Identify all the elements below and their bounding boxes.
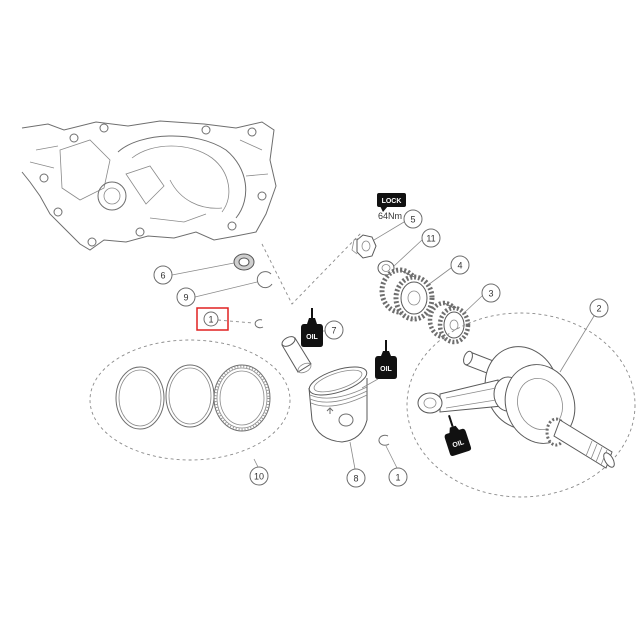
crankcase-bolts xyxy=(39,123,267,247)
highlight-box xyxy=(196,307,229,331)
oil-label-pin: OIL xyxy=(306,334,318,341)
oil-bottle-pin: OIL xyxy=(301,308,323,347)
callout-1-label: 1 xyxy=(395,473,400,483)
callout-2: 2 xyxy=(559,298,609,373)
piston xyxy=(308,366,368,443)
callout-7-label: 7 xyxy=(331,326,336,336)
oil-bottle-crank: OIL xyxy=(444,414,472,457)
callout-6-label: 6 xyxy=(160,271,165,281)
callout-3: 3 xyxy=(463,283,501,314)
crankshaft xyxy=(417,346,615,469)
callout-4: 4 xyxy=(427,255,470,286)
timing-gear xyxy=(427,300,471,345)
callout-5-label: 5 xyxy=(410,215,415,225)
callout-7: 7 xyxy=(323,320,344,340)
circlip xyxy=(256,271,273,289)
bearing xyxy=(233,253,255,271)
callout-11: 11 xyxy=(393,228,441,267)
callout-1-highlighted-label: 1 xyxy=(208,315,213,325)
piston-ring-second xyxy=(165,364,215,428)
callout-4-label: 4 xyxy=(457,261,462,271)
crankcase-half xyxy=(21,120,277,251)
callout-8-label: 8 xyxy=(353,474,358,484)
piston-ring-top xyxy=(115,366,165,430)
oil-label-piston: OIL xyxy=(380,366,392,373)
assembly-dashed-line xyxy=(261,231,363,305)
piston-oil-ring xyxy=(213,364,271,432)
callout-9-label: 9 xyxy=(183,293,188,303)
oil-bottle-piston: OIL xyxy=(361,340,397,389)
callout-10: 10 xyxy=(249,458,269,486)
piston-pin-clip-right xyxy=(378,434,390,446)
crankshaft-dashed-boundary xyxy=(406,312,636,498)
callout-1-highlighted: 1 xyxy=(196,307,254,331)
oil-label-crank: OIL xyxy=(452,439,466,449)
crank-nut xyxy=(351,234,377,259)
callout-5: 5 xyxy=(373,209,423,241)
piston-rings-dashed-boundary xyxy=(89,339,291,461)
primary-gear xyxy=(379,267,435,322)
callout-9: 9 xyxy=(176,281,258,307)
callout-10-label: 10 xyxy=(254,472,264,482)
lock-badge: LOCK xyxy=(377,193,406,212)
lock-badge-label: LOCK xyxy=(382,198,402,205)
torque-value: 64Nm xyxy=(378,211,402,221)
piston-pin-clip-left xyxy=(254,319,264,329)
callout-6: 6 xyxy=(153,262,235,285)
callout-1: 1 xyxy=(385,445,408,487)
callout-11-label: 11 xyxy=(426,234,435,244)
callout-8: 8 xyxy=(346,441,366,488)
piston-pin xyxy=(281,336,312,374)
callout-2-label: 2 xyxy=(596,304,601,314)
callout-3-label: 3 xyxy=(488,289,493,299)
